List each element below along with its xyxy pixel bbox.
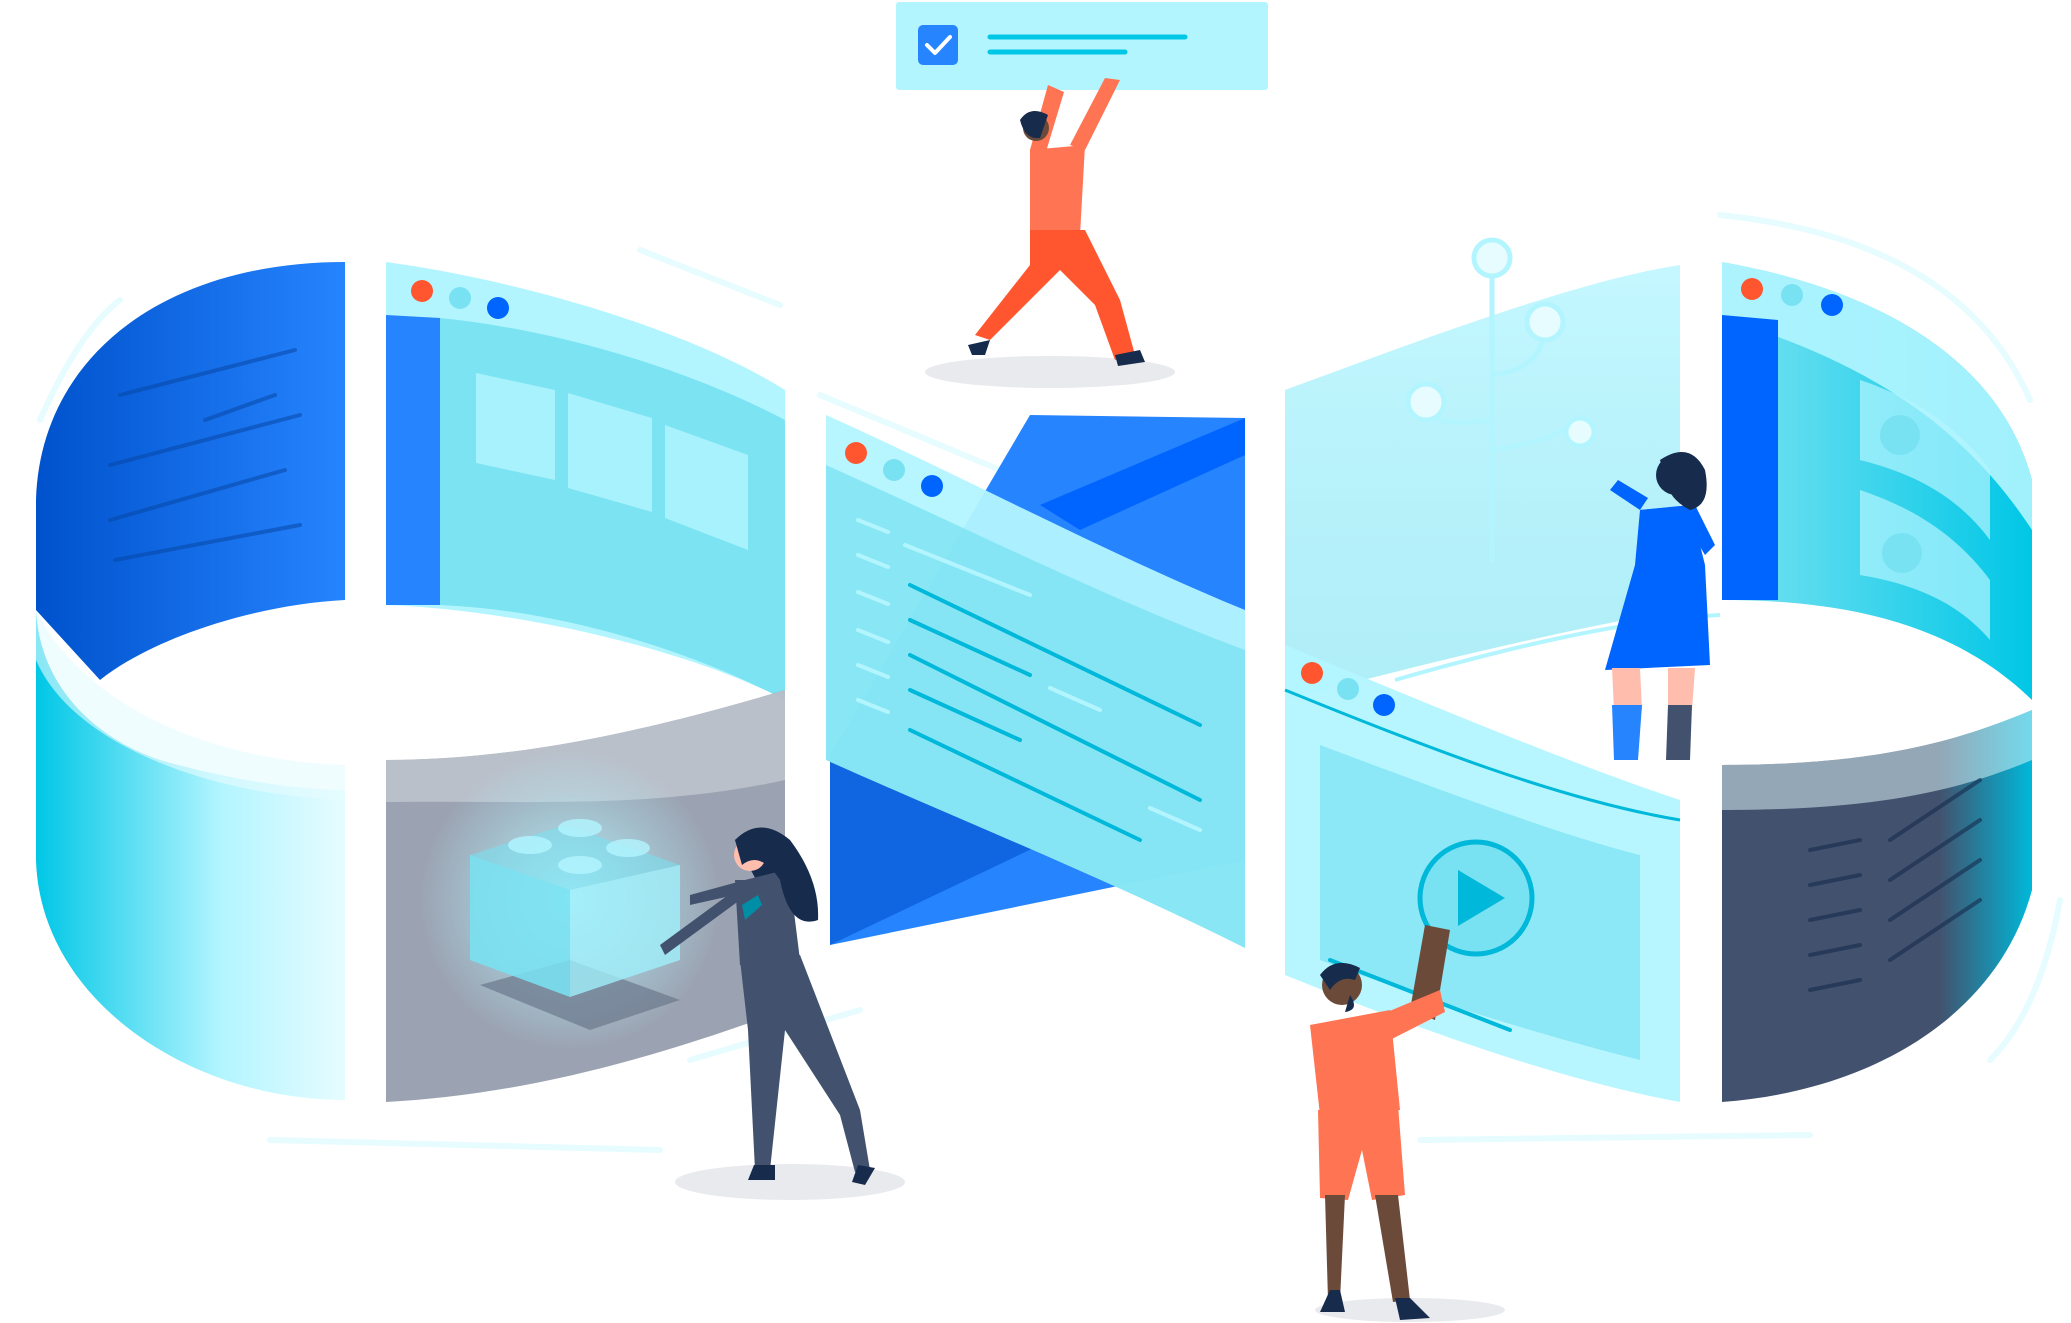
git-branch-icon — [1405, 237, 1597, 563]
play-icon — [1417, 839, 1535, 957]
minimize-dot-icon — [1337, 678, 1359, 700]
checklist-card — [896, 2, 1268, 90]
maximize-dot-icon — [921, 475, 943, 497]
person-lifting-card — [968, 78, 1145, 366]
person-viewing-branch — [1605, 452, 1715, 760]
window-bottom-left — [386, 690, 785, 1102]
window-center — [826, 415, 1245, 948]
window-controls — [411, 280, 509, 319]
minimize-dot-icon — [449, 287, 471, 309]
close-dot-icon — [845, 442, 867, 464]
left-loop — [36, 262, 345, 1100]
lego-block-icon — [470, 819, 680, 1030]
left-loop-back-panel — [36, 262, 345, 680]
person-pressing-play — [1310, 925, 1450, 1320]
checkbox-icon — [918, 25, 958, 65]
code-lines — [856, 518, 1202, 842]
close-dot-icon — [1301, 662, 1323, 684]
window-controls — [1741, 278, 1843, 316]
person-holding-block — [660, 827, 875, 1185]
window-top-right — [1722, 262, 2032, 700]
window-controls — [1301, 662, 1395, 716]
maximize-dot-icon — [1373, 694, 1395, 716]
window-video — [1284, 645, 1681, 1102]
close-dot-icon — [411, 280, 433, 302]
minimize-dot-icon — [1781, 284, 1803, 306]
maximize-dot-icon — [1821, 294, 1843, 316]
close-dot-icon — [1741, 278, 1763, 300]
minimize-dot-icon — [883, 459, 905, 481]
right-loop — [1285, 237, 2032, 1102]
window-controls — [845, 442, 943, 497]
maximize-dot-icon — [487, 297, 509, 319]
left-loop-front-panel — [36, 610, 345, 1100]
window-top-left — [386, 262, 785, 700]
